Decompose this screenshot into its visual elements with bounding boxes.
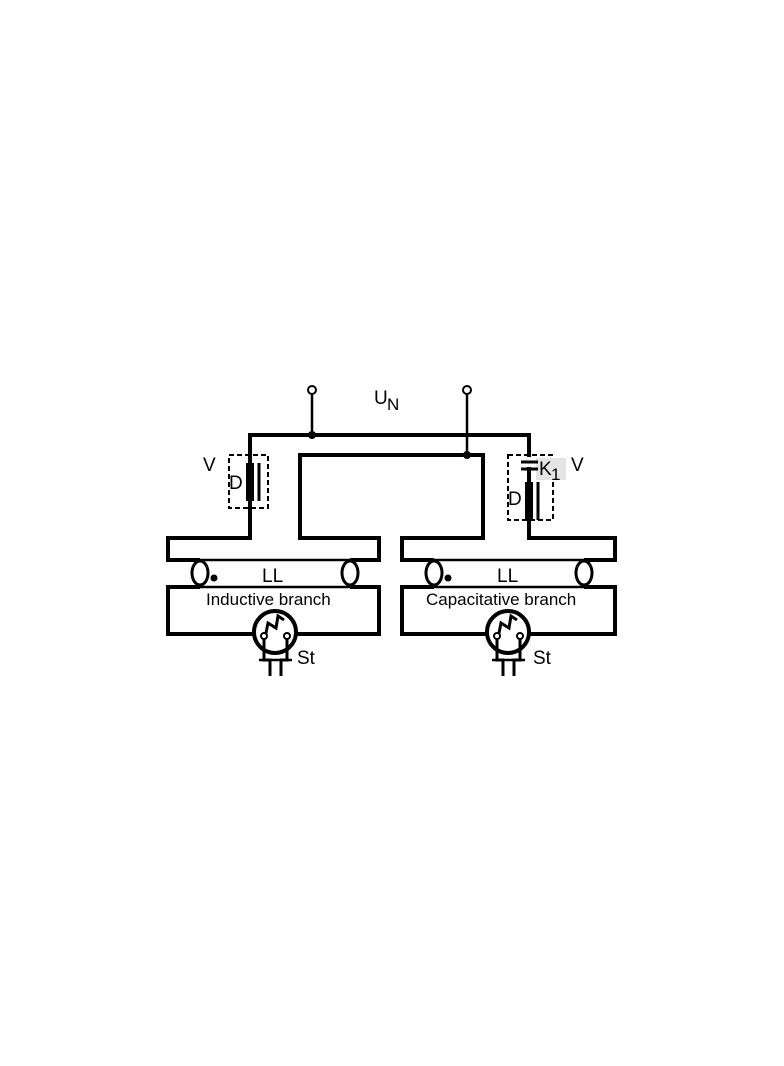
- right-lamp-filament-left: [424, 559, 444, 587]
- capacitor-label-bg: [536, 458, 566, 480]
- right-starter-bimetal: [496, 613, 518, 639]
- left-choke-core: [246, 463, 254, 501]
- right-starter-label: St: [533, 648, 552, 669]
- right-lamp-gas-dot: [444, 574, 452, 582]
- right-ballast: [507, 454, 566, 521]
- right-lamp-label: LL: [497, 566, 518, 587]
- inductive-branch-label: Inductive branch: [206, 590, 331, 609]
- capacitative-branch: [400, 536, 617, 636]
- left-starter: [252, 609, 298, 676]
- left-lower-loop-right: [294, 585, 381, 636]
- inner-conductor: [298, 453, 485, 540]
- right-upper-bus: [527, 536, 617, 562]
- outer-conductor: [248, 433, 531, 467]
- capacitor-label: K: [539, 459, 552, 480]
- left-lower-loop: [166, 585, 256, 636]
- terminal-left: [307, 385, 317, 395]
- capacitative-branch-label: Capacitative branch: [426, 590, 576, 609]
- capacitor-subscript: 1: [551, 465, 560, 484]
- right-starter-contact-1: [493, 632, 501, 640]
- left-choke-label: D: [229, 473, 243, 494]
- left-lamp-filament-right: [340, 559, 360, 587]
- left-ballast-label: V: [203, 455, 216, 476]
- right-lamp-filament-right: [574, 559, 594, 587]
- left-ballast-box: [228, 454, 269, 509]
- right-starter-contact-2: [516, 632, 524, 640]
- left-upper-bus: [166, 536, 252, 562]
- right-choke-label: D: [508, 489, 522, 510]
- left-starter-contact-2: [283, 632, 291, 640]
- left-starter-bimetal: [263, 613, 285, 639]
- right-starter: [485, 609, 531, 676]
- right-choke-core: [525, 482, 533, 520]
- left-starter-label: St: [297, 648, 316, 669]
- left-ballast: [228, 454, 269, 509]
- terminal-right: [462, 385, 472, 395]
- left-upper-bus-right: [298, 536, 381, 562]
- right-starter-bulb: [485, 609, 531, 655]
- left-lamp-label: LL: [262, 566, 283, 587]
- right-upper-bus-left: [400, 536, 485, 562]
- left-lamp-filament-left: [190, 559, 210, 587]
- left-lamp-gas-dot: [210, 574, 218, 582]
- supply-voltage-label: U: [374, 388, 388, 409]
- right-lower-loop: [400, 585, 489, 636]
- left-starter-bulb: [252, 609, 298, 655]
- right-ballast-label: V: [571, 455, 584, 476]
- left-starter-contact-1: [260, 632, 268, 640]
- inductive-branch: [166, 536, 381, 636]
- supply-voltage-subscript: N: [387, 395, 399, 414]
- right-lower-loop-right: [527, 585, 617, 636]
- main-wiring: [248, 433, 531, 540]
